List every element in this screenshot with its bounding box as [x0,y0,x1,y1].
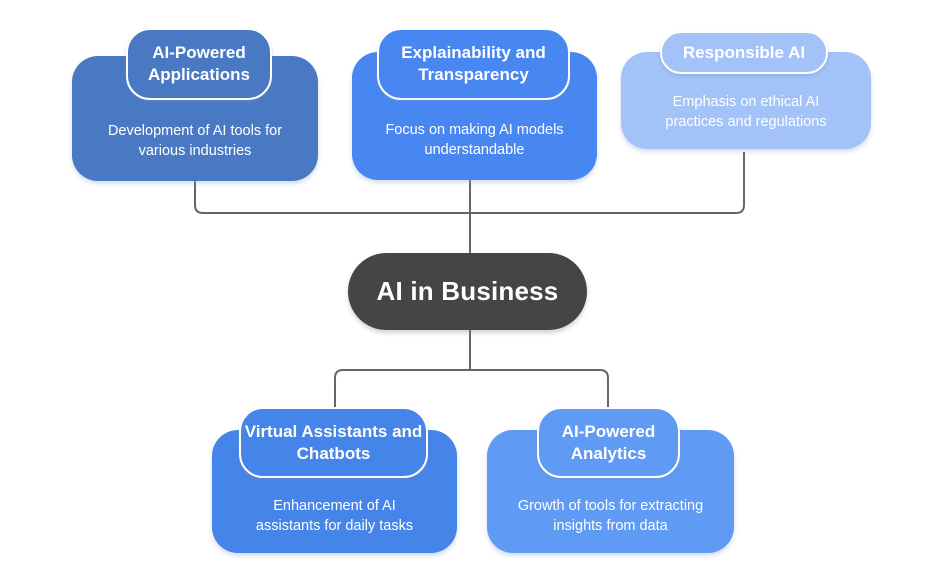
branch-title-pill: AI-Powered Analytics [537,407,680,478]
branch-description: Enhancement of AI assistants for daily t… [255,497,414,534]
central-topic-label: AI in Business [376,276,559,306]
branch-title-pill: Explainability and Transparency [377,28,570,100]
branch-title: AI-Powered Applications [147,43,250,84]
branch-description: Focus on making AI models understandable [385,122,564,158]
branch-title: AI-Powered Analytics [561,421,656,463]
branch-title-pill: AI-Powered Applications [126,28,272,100]
branch-title-pill: Virtual Assistants and Chatbots [239,407,428,478]
branch-description: Emphasis on ethical AI practices and reg… [665,93,827,130]
central-topic-node[interactable]: AI in Business [348,253,587,330]
branch-title: Explainability and Transparency [401,43,546,84]
branch-description: Growth of tools for extracting insights … [517,497,704,534]
connector-bottom-branches [334,369,609,407]
branch-description: Development of AI tools for various indu… [107,122,283,159]
branch-title: Responsible AI [682,42,806,62]
branch-title-pill: Responsible AI [660,31,828,74]
branch-title: Virtual Assistants and Chatbots [244,421,423,463]
